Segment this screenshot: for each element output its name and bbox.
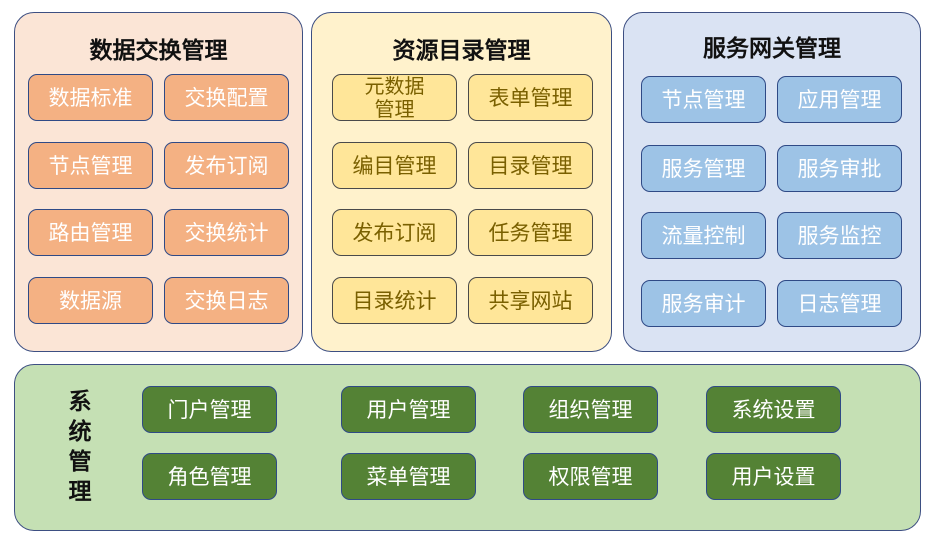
data-source-button[interactable]: 数据源 bbox=[28, 277, 153, 324]
form-management-button[interactable]: 表单管理 bbox=[468, 74, 593, 121]
metadata-management-button[interactable]: 元数据 管理 bbox=[332, 74, 457, 121]
catalog-statistics-button[interactable]: 目录统计 bbox=[332, 277, 457, 324]
catalog-management-button[interactable]: 目录管理 bbox=[468, 142, 593, 189]
system-settings-button[interactable]: 系统设置 bbox=[706, 386, 841, 433]
system-management-title: 系 统 管 理 bbox=[68, 389, 92, 505]
traffic-control-button[interactable]: 流量控制 bbox=[641, 212, 766, 259]
service-management-button[interactable]: 服务管理 bbox=[641, 145, 766, 192]
log-management-button[interactable]: 日志管理 bbox=[777, 280, 902, 327]
routing-management-button[interactable]: 路由管理 bbox=[28, 209, 153, 256]
sharing-website-button[interactable]: 共享网站 bbox=[468, 277, 593, 324]
exchange-log-button[interactable]: 交换日志 bbox=[164, 277, 289, 324]
menu-management-button[interactable]: 菜单管理 bbox=[341, 453, 476, 500]
task-management-button[interactable]: 任务管理 bbox=[468, 209, 593, 256]
catalog-publish-subscribe-button[interactable]: 发布订阅 bbox=[332, 209, 457, 256]
permission-management-button[interactable]: 权限管理 bbox=[523, 453, 658, 500]
organization-management-button[interactable]: 组织管理 bbox=[523, 386, 658, 433]
data-standard-button[interactable]: 数据标准 bbox=[28, 74, 153, 121]
portal-management-button[interactable]: 门户管理 bbox=[142, 386, 277, 433]
role-management-button[interactable]: 角色管理 bbox=[142, 453, 277, 500]
application-management-button[interactable]: 应用管理 bbox=[777, 76, 902, 123]
cataloging-management-button[interactable]: 编目管理 bbox=[332, 142, 457, 189]
resource-catalog-title: 资源目录管理 bbox=[392, 38, 531, 64]
exchange-statistics-button[interactable]: 交换统计 bbox=[164, 209, 289, 256]
service-monitoring-button[interactable]: 服务监控 bbox=[777, 212, 902, 259]
data-exchange-title: 数据交换管理 bbox=[89, 38, 228, 64]
gateway-node-management-button[interactable]: 节点管理 bbox=[641, 76, 766, 123]
publish-subscribe-button[interactable]: 发布订阅 bbox=[164, 142, 289, 189]
node-management-button[interactable]: 节点管理 bbox=[28, 142, 153, 189]
user-settings-button[interactable]: 用户设置 bbox=[706, 453, 841, 500]
service-audit-button[interactable]: 服务审计 bbox=[641, 280, 766, 327]
exchange-config-button[interactable]: 交换配置 bbox=[164, 74, 289, 121]
service-approval-button[interactable]: 服务审批 bbox=[777, 145, 902, 192]
user-management-button[interactable]: 用户管理 bbox=[341, 386, 476, 433]
service-gateway-title: 服务网关管理 bbox=[703, 36, 841, 62]
